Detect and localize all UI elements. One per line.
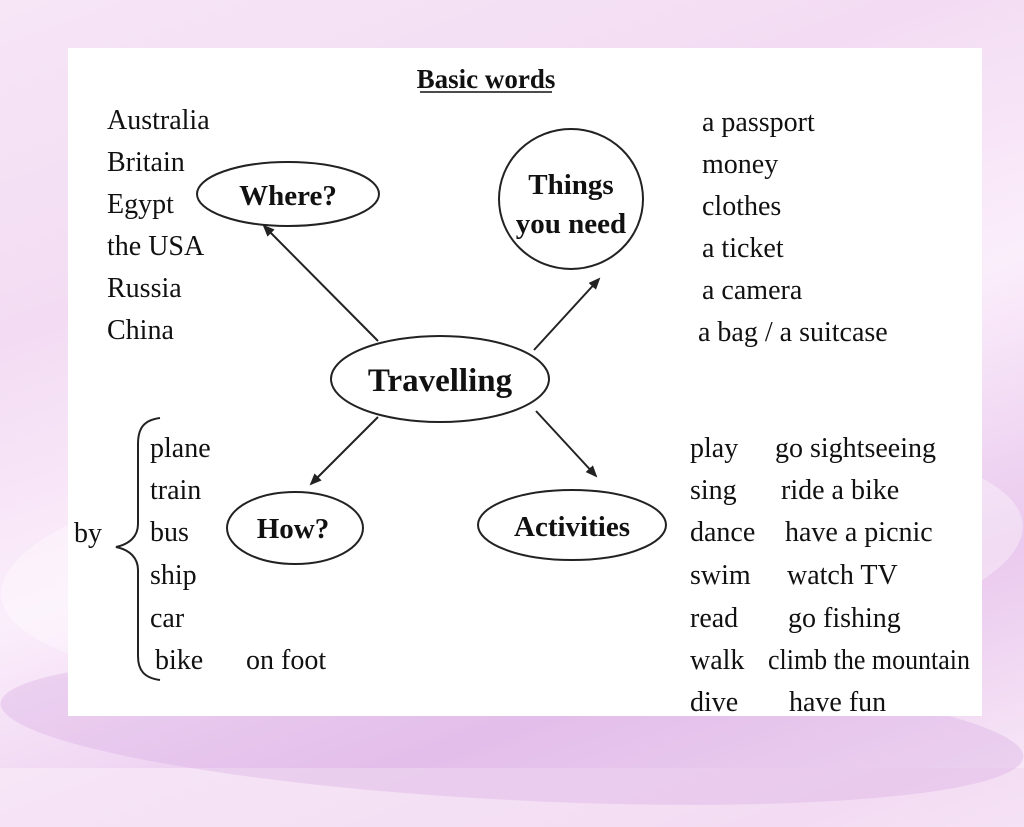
activity-phrase: have fun (789, 687, 886, 716)
things-word: a camera (702, 275, 803, 306)
things-you-need-ellipse (498, 128, 644, 270)
mind-map-sheet: Basic words Travelling Where? Things you… (68, 48, 982, 716)
where-word: Britain (107, 147, 185, 178)
activities-ellipse (477, 489, 667, 561)
activity-verb: read (690, 603, 738, 634)
where-word: Australia (107, 105, 210, 136)
activity-verb: sing (690, 475, 737, 506)
how-brace (115, 417, 161, 681)
how-word-list: plane train bus ship car bike (150, 433, 211, 676)
center-label: Travelling (368, 363, 513, 399)
arrow-to-where (262, 224, 379, 342)
things-word: a bag / a suitcase (698, 317, 888, 348)
activity-verb: swim (690, 560, 751, 591)
how-ellipse (226, 491, 364, 565)
arrow-to-how (309, 416, 379, 486)
arrow-to-activities (535, 410, 598, 478)
how-word: bus (150, 517, 189, 548)
activity-phrase: ride a bike (781, 475, 899, 506)
where-ellipse (196, 161, 380, 227)
activity-phrase: climb the mountain (768, 645, 970, 676)
activities-verbs: play sing dance swim read walk dive (690, 433, 755, 716)
activity-phrase: go fishing (788, 603, 901, 634)
where-word: Russia (107, 273, 182, 304)
activity-phrase: watch TV (787, 560, 898, 591)
activity-verb: walk (690, 645, 744, 676)
where-word: China (107, 315, 174, 346)
how-label: How? (257, 513, 330, 545)
where-word: Egypt (107, 189, 174, 220)
how-word: car (150, 603, 185, 634)
things-word: clothes (702, 191, 781, 222)
diagram-title: Basic words (417, 64, 556, 94)
activity-phrase: go sightseeing (775, 433, 936, 464)
travelling-mind-map: Basic words Travelling Where? Things you… (74, 64, 970, 716)
how-word: bike (155, 645, 203, 676)
activities-phrases: go sightseeing ride a bike have a picnic… (768, 433, 970, 716)
how-word: ship (150, 560, 197, 591)
travelling-ellipse (330, 335, 550, 423)
activity-verb: dive (690, 687, 738, 716)
how-word: train (150, 475, 201, 506)
how-prefix: by (74, 518, 102, 549)
things-word-list: a passport money clothes a ticket a came… (698, 107, 888, 348)
how-extra: on foot (246, 645, 326, 676)
activity-verb: play (690, 433, 738, 464)
things-word: money (702, 149, 778, 180)
how-word: plane (150, 433, 211, 464)
activity-verb: dance (690, 517, 755, 548)
things-word: a passport (702, 107, 815, 138)
activity-phrase: have a picnic (785, 517, 933, 548)
where-label: Where? (239, 180, 337, 212)
things-label-line2: you need (516, 208, 626, 240)
where-word: the USA (107, 231, 205, 262)
things-label-line1: Things (528, 169, 613, 201)
arrow-to-things (533, 277, 601, 351)
activities-label: Activities (514, 511, 630, 543)
things-word: a ticket (702, 233, 784, 264)
where-word-list: Australia Britain Egypt the USA Russia C… (107, 105, 210, 346)
